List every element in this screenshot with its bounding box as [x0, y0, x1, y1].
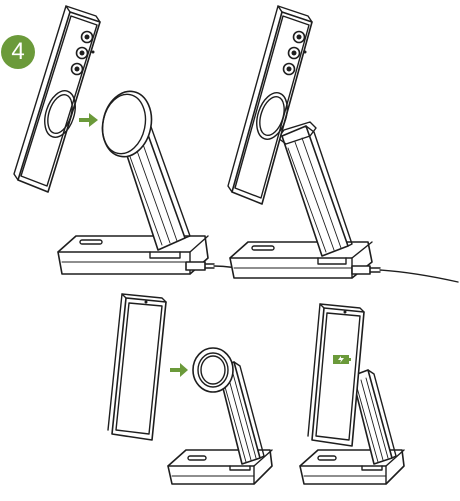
arrow-right-icon — [79, 113, 98, 127]
magnetic-puck — [193, 348, 233, 392]
step-number: 4 — [11, 40, 24, 64]
scene-front-attach — [108, 294, 272, 484]
phone-front-view — [308, 304, 364, 446]
stand-arm — [278, 122, 352, 256]
scene-phone-mounted — [228, 6, 458, 282]
phone-front-view — [108, 294, 166, 440]
charger-base — [230, 242, 372, 278]
battery-charging-icon — [333, 355, 351, 364]
phone-back-view — [14, 6, 100, 192]
usb-cable — [352, 266, 458, 282]
arrow-right-icon — [170, 363, 188, 377]
scene-phone-charging — [300, 304, 404, 484]
scene-attach-phone-to-stand — [14, 6, 258, 274]
step-number-badge: 4 — [1, 35, 35, 69]
